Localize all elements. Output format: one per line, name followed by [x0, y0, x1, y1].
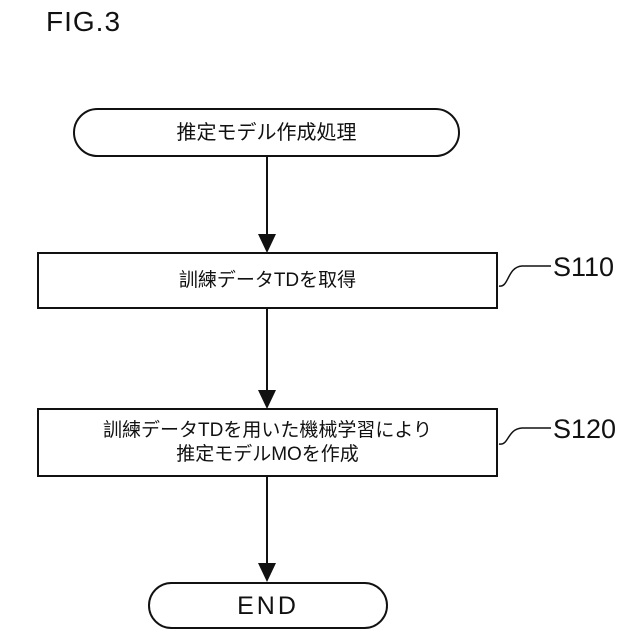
- arrow-s120-to-end: [258, 477, 276, 582]
- figure-label: FIG.3: [46, 6, 122, 37]
- start-terminal-node: 推定モデル作成処理: [73, 108, 460, 157]
- step-s110-node: 訓練データTDを取得: [37, 252, 498, 309]
- arrowhead-down-icon: [258, 390, 276, 409]
- arrowhead-down-icon: [258, 234, 276, 253]
- s120-leader-line: [498, 427, 551, 445]
- arrowhead-down-icon: [258, 563, 276, 582]
- step-s120-text-line2: 推定モデルMOを作成: [176, 443, 359, 465]
- arrow-s110-to-s120: [258, 309, 276, 409]
- step-s120-text-line1: 訓練データTDを用いた機械学習により: [103, 419, 432, 441]
- start-terminal-label: 推定モデル作成処理: [176, 121, 357, 144]
- end-terminal-node: END: [148, 582, 388, 629]
- end-terminal-label: END: [237, 591, 299, 620]
- step-s120-ref-label: S120: [553, 414, 617, 444]
- s110-leader-line: [498, 265, 551, 287]
- arrow-start-to-s110: [258, 157, 276, 253]
- step-s110-text: 訓練データTDを取得: [178, 269, 357, 291]
- step-s110-ref-label: S110: [553, 252, 615, 282]
- step-s120-node: 訓練データTDを用いた機械学習により 推定モデルMOを作成: [37, 408, 498, 477]
